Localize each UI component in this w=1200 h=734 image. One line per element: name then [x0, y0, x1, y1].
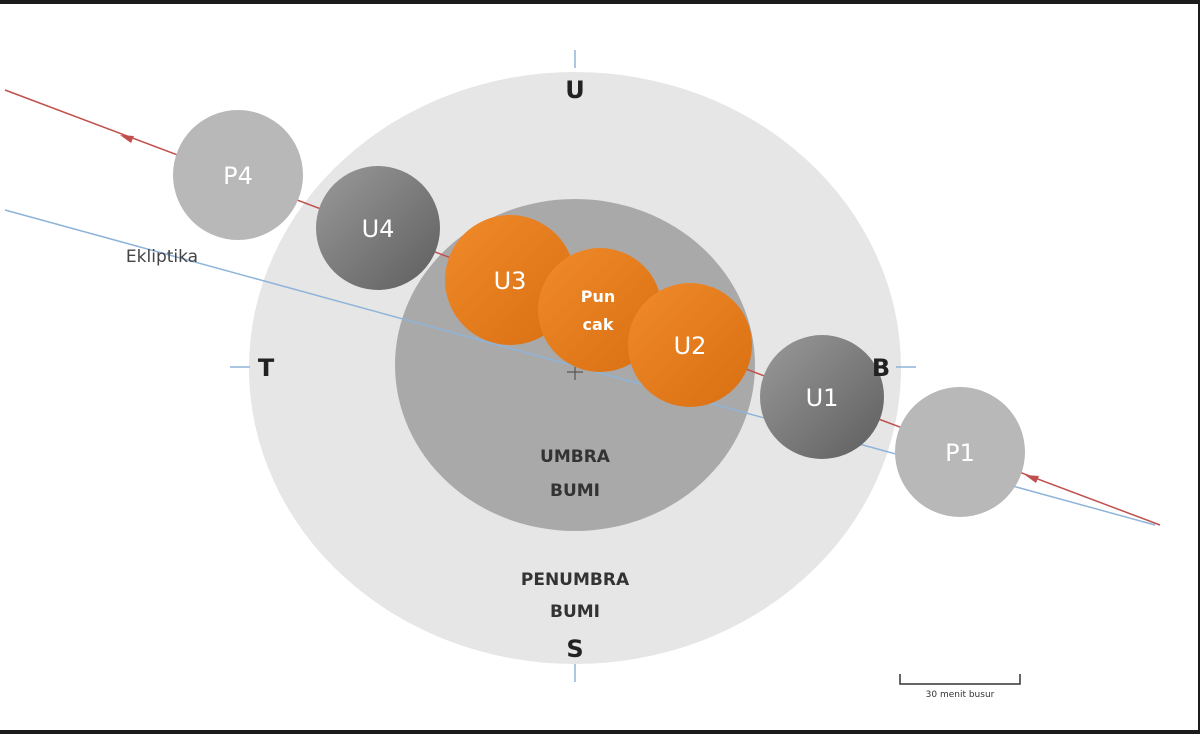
arrow-icon	[120, 135, 134, 143]
moon-label: U4	[362, 215, 395, 243]
umbra-label-2: BUMI	[550, 481, 600, 501]
moon-label: U2	[674, 332, 707, 360]
moon-u2: U2	[628, 283, 752, 407]
umbra-label-1: UMBRA	[540, 447, 611, 467]
moon-disc	[628, 283, 752, 407]
penumbra-label-2: BUMI	[550, 602, 600, 622]
moon-label: P1	[945, 439, 975, 467]
moon-disc	[895, 387, 1025, 517]
moon-label: P4	[223, 162, 253, 190]
arrow-icon	[1025, 475, 1039, 483]
moon-u4: U4	[316, 166, 440, 290]
moon-disc	[316, 166, 440, 290]
north-label: U	[565, 76, 585, 104]
ecliptic-label: Ekliptika	[126, 247, 198, 267]
west-label: B	[872, 354, 890, 382]
east-label: T	[258, 354, 275, 382]
moon-p1: P1	[895, 387, 1025, 517]
penumbra-label-1: PENUMBRA	[521, 570, 630, 590]
moon-disc	[173, 110, 303, 240]
moon-label: cak	[583, 315, 614, 334]
scale-label: 30 menit busur	[926, 690, 995, 700]
moon-label: Pun	[581, 287, 616, 306]
direction-ticks	[230, 50, 916, 682]
moon-u1: U1	[760, 335, 884, 459]
scale-bar	[899, 674, 1021, 685]
south-label: S	[566, 635, 583, 663]
moon-label: U1	[806, 384, 839, 412]
moon-disc	[760, 335, 884, 459]
moon-p4: P4	[173, 110, 303, 240]
moon-label: U3	[494, 267, 527, 295]
